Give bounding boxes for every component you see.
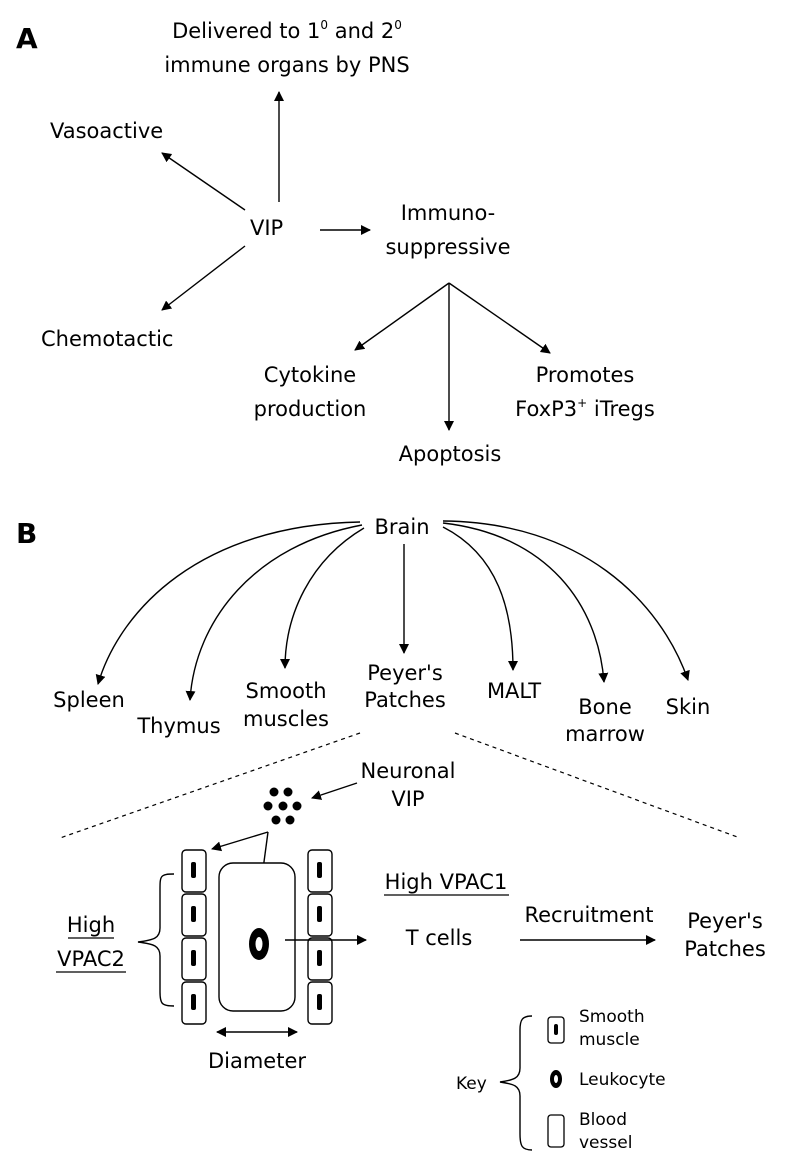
immuno-label-line1: Immuno- — [401, 201, 496, 225]
arrow-neuronal-to-dots — [311, 782, 358, 800]
vasoactive-label: Vasoactive — [50, 119, 163, 143]
peyers-label-line1: Peyer's — [367, 661, 443, 685]
arrow-brain-to-thymus — [185, 524, 363, 701]
left-brace — [137, 873, 175, 1007]
arrow-vip-to-chemotactic — [161, 245, 246, 311]
arrow-brain-to-smooth-muscles — [280, 527, 365, 669]
cytokine-label-line1: Cytokine — [264, 363, 356, 387]
vip-center-label: VIP — [250, 216, 283, 240]
key-brace — [499, 1015, 533, 1151]
arrow-brain-to-skin — [442, 520, 690, 681]
arrow-brain-to-bone-marrow — [442, 522, 609, 683]
peyers-destination-line2: Patches — [684, 937, 766, 961]
key-title: Key — [456, 1074, 487, 1094]
brain-label: Brain — [374, 515, 429, 539]
apoptosis-label: Apoptosis — [399, 442, 502, 466]
panel-b-label: B — [16, 517, 37, 550]
smooth-muscles-label-line1: Smooth — [245, 679, 326, 703]
key-blood-label-line2: vessel — [579, 1133, 632, 1153]
neuronal-vip-label-line2: VIP — [391, 787, 424, 811]
arrow-brain-to-malt — [442, 526, 518, 671]
chemotactic-label: Chemotactic — [41, 327, 173, 351]
delivered-text-line1: Delivered to 10 and 20 — [172, 18, 402, 43]
key-smooth-label-line1: Smooth — [579, 1007, 645, 1027]
arrow-brain-to-spleen — [95, 521, 361, 685]
thymus-label: Thymus — [136, 714, 220, 738]
neuronal-vip-label-line1: Neuronal — [361, 759, 456, 783]
key-leukocyte — [550, 1070, 562, 1088]
skin-label: Skin — [666, 695, 711, 719]
high-vpac1-label: High VPAC1 — [385, 870, 508, 894]
malt-label: MALT — [487, 679, 541, 703]
key-smooth-muscle — [547, 1016, 565, 1044]
left-smooth-muscle-column — [181, 849, 207, 1025]
delivered-text-line2: immune organs by PNS — [164, 53, 409, 77]
cytokine-label-line2: production — [254, 397, 367, 421]
arrow-immuno-to-cytokine — [354, 282, 450, 351]
promotes-label-line1: Promotes — [536, 363, 635, 387]
right-smooth-muscle-column — [307, 849, 333, 1025]
panel-a-label: A — [16, 22, 38, 55]
zoom-line-left — [59, 732, 361, 839]
peyers-label-line2: Patches — [364, 688, 446, 712]
key-blood-vessel — [547, 1114, 565, 1148]
bone-marrow-label-line1: Bone — [578, 695, 631, 719]
promotes-label-line2: FoxP3+ iTregs — [515, 396, 655, 421]
zoom-line-right — [454, 732, 741, 839]
t-cells-label: T cells — [405, 926, 473, 950]
diameter-label: Diameter — [208, 1049, 306, 1073]
arrow-vip-to-smooth-muscle — [211, 831, 269, 852]
spleen-label: Spleen — [53, 688, 125, 712]
key-smooth-label-line2: muscle — [579, 1030, 640, 1050]
arrow-vip-to-vasoactive — [161, 152, 246, 211]
recruitment-label: Recruitment — [524, 903, 653, 927]
high-vpac2-label-line1: High — [67, 913, 115, 937]
key-blood-label-line1: Blood — [579, 1110, 627, 1130]
key-leukocyte-label: Leukocyte — [579, 1070, 666, 1090]
vip-dots-cluster — [263, 787, 302, 825]
peyers-destination-line1: Peyer's — [687, 909, 763, 933]
bone-marrow-label-line2: marrow — [565, 722, 645, 746]
arrow-immuno-to-promotes — [448, 282, 551, 354]
smooth-muscles-label-line2: muscles — [243, 707, 329, 731]
high-vpac2-label-line2: VPAC2 — [57, 947, 125, 971]
immuno-label-line2: suppressive — [385, 235, 510, 259]
